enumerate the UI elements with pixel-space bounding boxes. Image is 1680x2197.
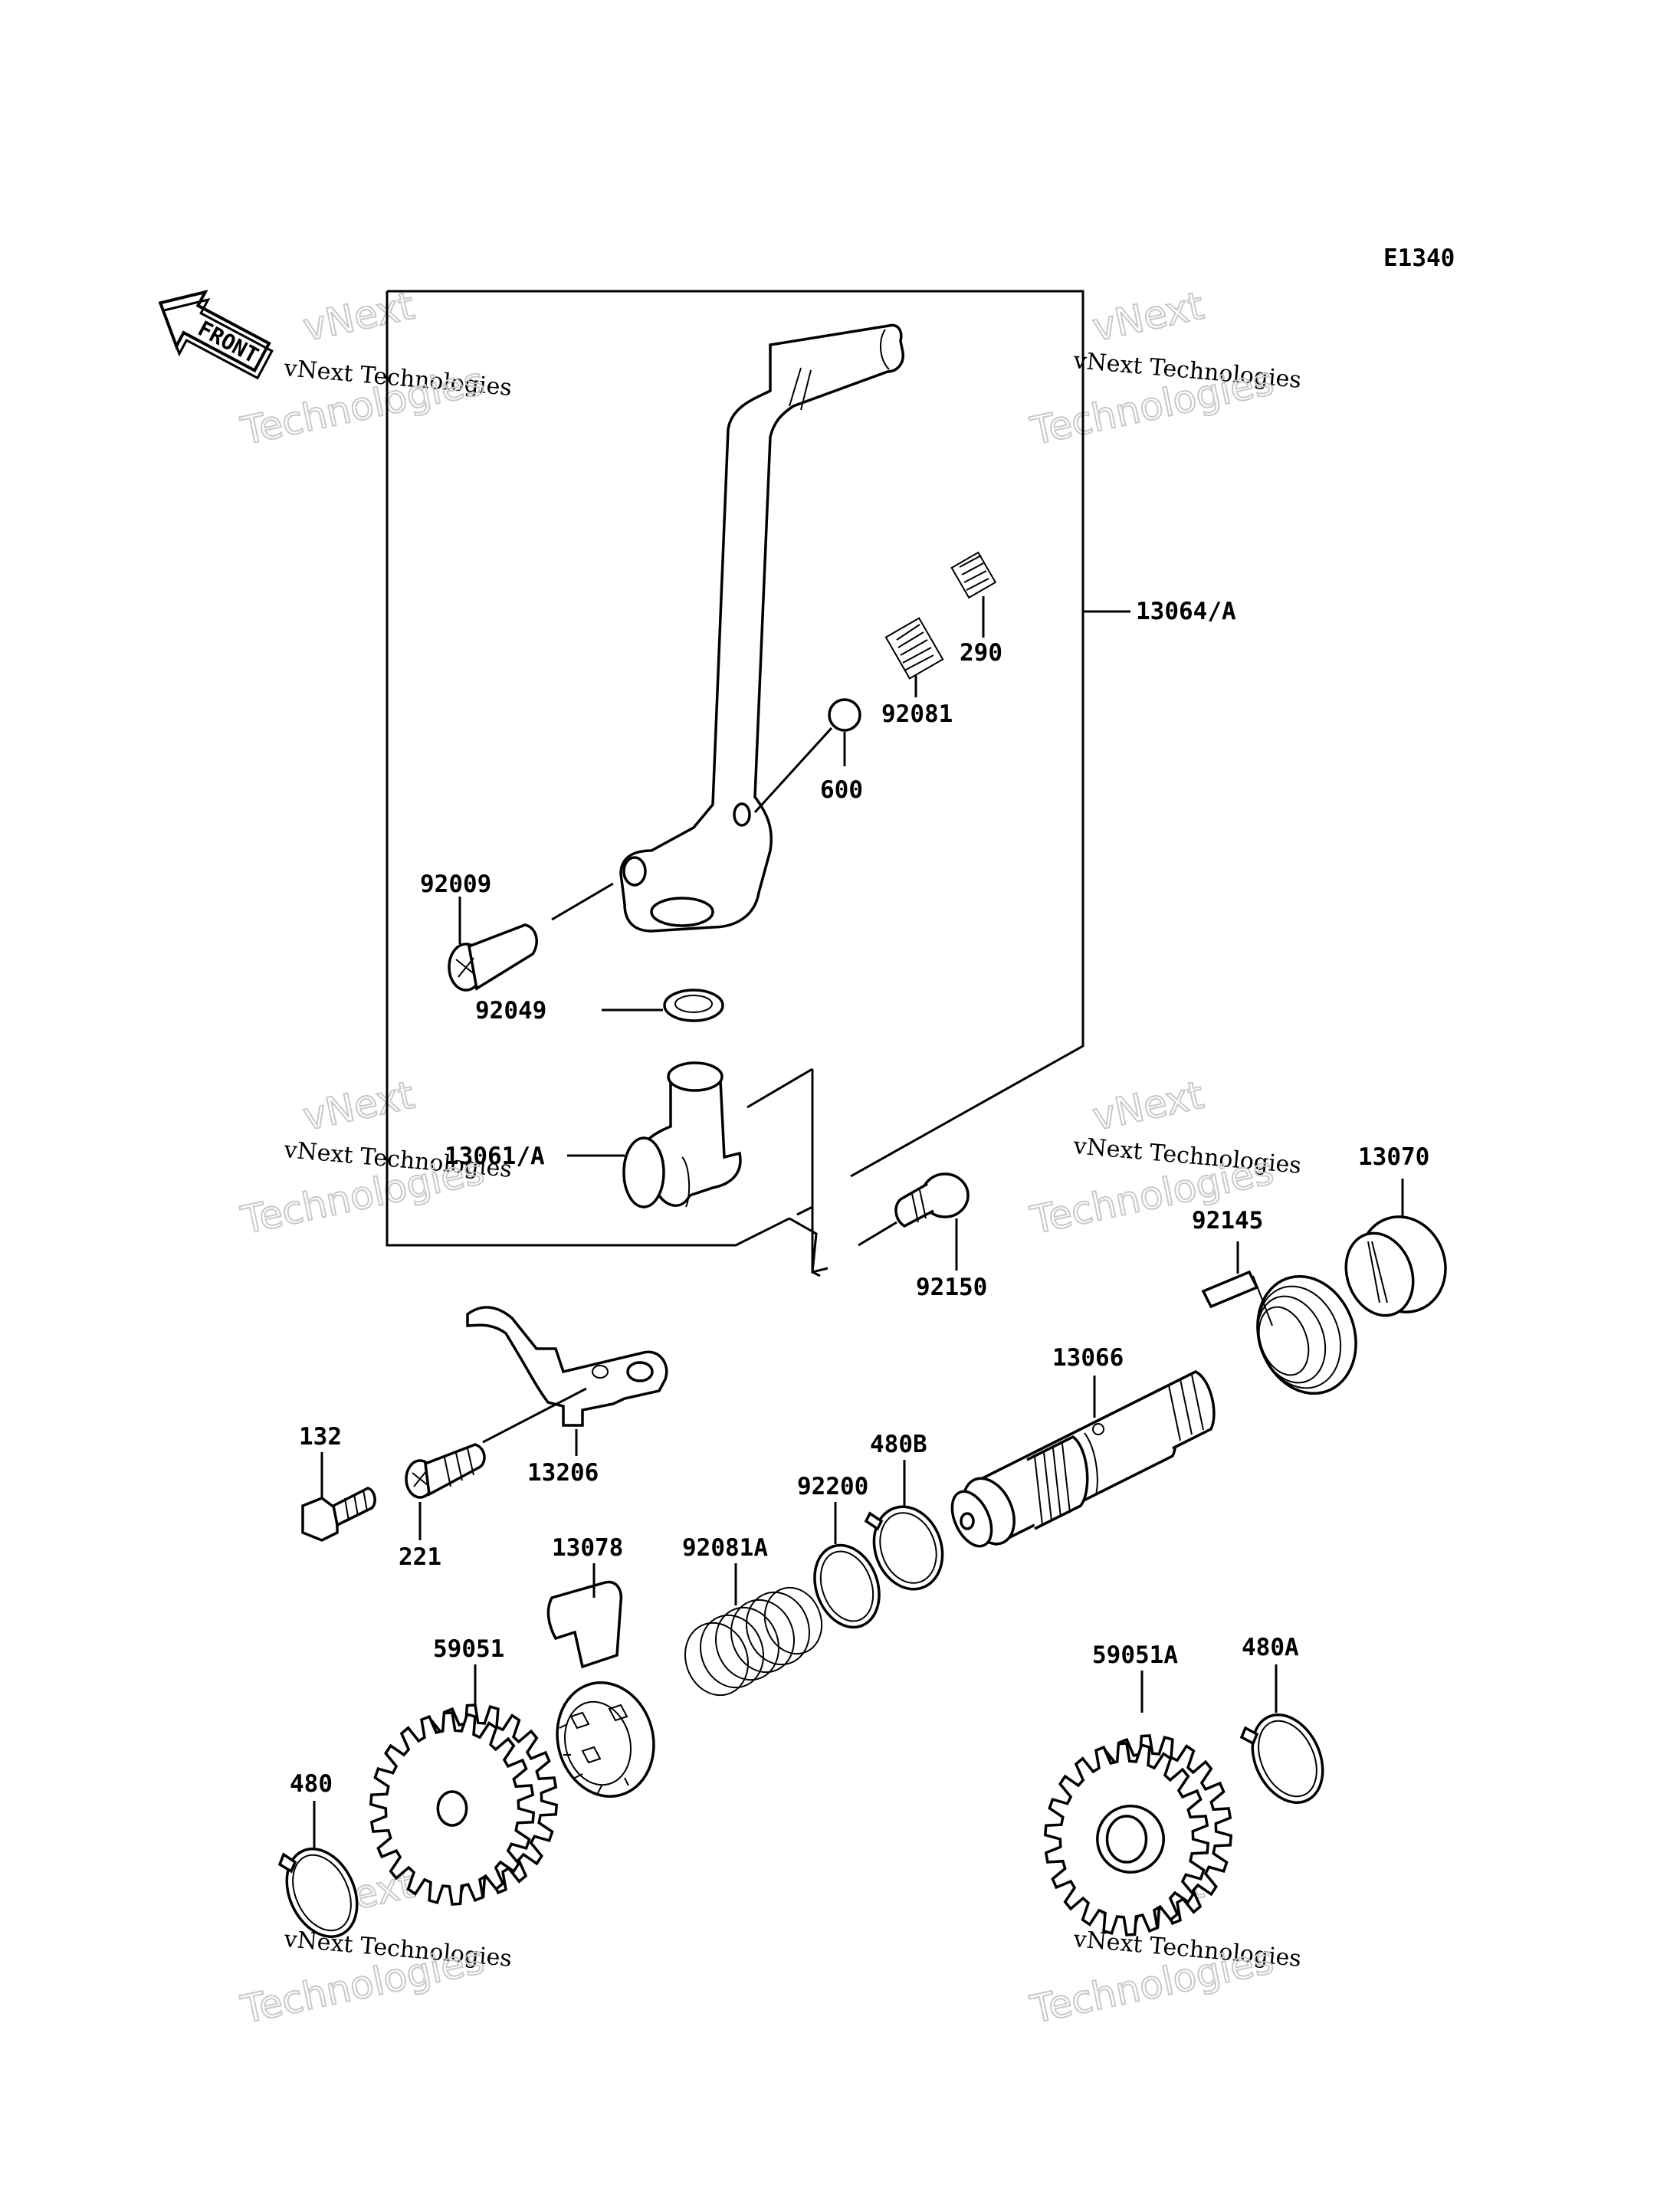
callout-59051a: 59051A (1092, 1641, 1178, 1669)
watermark-top-right: vNext vNext Technologies Technologies (1025, 283, 1302, 454)
gear-59051a (1043, 1734, 1233, 1936)
circlip-480b (864, 1505, 944, 1591)
callout-13066: 13066 (1052, 1344, 1124, 1372)
callout-600: 600 (820, 776, 863, 804)
circlip-480 (277, 1848, 359, 1938)
callout-13064a: 13064/A (1136, 598, 1236, 625)
callout-13206: 13206 (527, 1459, 599, 1487)
callout-480b: 480B (870, 1431, 927, 1458)
svg-text:vNext: vNext (1088, 1073, 1207, 1139)
callout-92200: 92200 (797, 1473, 868, 1500)
bolt-92009 (448, 923, 538, 992)
svg-text:vNext: vNext (299, 284, 418, 350)
diagram-code: E1340 (1383, 244, 1455, 272)
callout-480a: 480A (1242, 1634, 1299, 1661)
bolt-92150 (894, 1172, 970, 1228)
kick-pedal-arm (619, 323, 904, 933)
callout-92081a: 92081A (682, 1534, 768, 1562)
callout-13078: 13078 (552, 1534, 623, 1562)
ratchet-13078 (546, 1580, 655, 1798)
callout-13070: 13070 (1358, 1143, 1429, 1171)
callout-92009: 92009 (420, 871, 491, 898)
callout-132: 132 (299, 1423, 342, 1451)
svg-text:vNext: vNext (299, 1073, 418, 1139)
gear-59051 (369, 1703, 559, 1906)
callout-480: 480 (290, 1770, 333, 1798)
ball-600 (828, 698, 861, 732)
callout-92145: 92145 (1192, 1207, 1263, 1235)
spring-290 (950, 551, 997, 599)
callout-13061a: 13061/A (445, 1143, 545, 1170)
torsion-spring-92145 (1201, 1270, 1357, 1395)
spring-92081 (884, 617, 944, 680)
shaft-13066 (950, 1370, 1216, 1548)
callout-221: 221 (399, 1543, 441, 1571)
collar-13070 (1344, 1215, 1447, 1317)
spring-92081a (684, 1586, 823, 1697)
callout-92049: 92049 (475, 997, 546, 1025)
circlip-480a (1239, 1713, 1324, 1804)
watermark-top-left: vNext vNext Technologies Technologies (236, 283, 513, 454)
svg-text:vNext: vNext (1088, 284, 1207, 350)
box-break-line (789, 1217, 829, 1274)
bolt-132 (301, 1487, 376, 1542)
lever-13206 (466, 1306, 668, 1427)
washer-92049 (663, 989, 724, 1022)
washer-92200 (813, 1543, 881, 1629)
callout-59051: 59051 (433, 1635, 504, 1663)
callout-92081: 92081 (881, 700, 953, 728)
screw-221 (405, 1443, 486, 1499)
boss-13061a (622, 1061, 742, 1208)
callout-290: 290 (960, 639, 1002, 667)
callout-92150: 92150 (916, 1274, 987, 1301)
assembly-box-outline (386, 290, 1084, 1277)
front-arrow-icon: FRONT (158, 290, 274, 380)
